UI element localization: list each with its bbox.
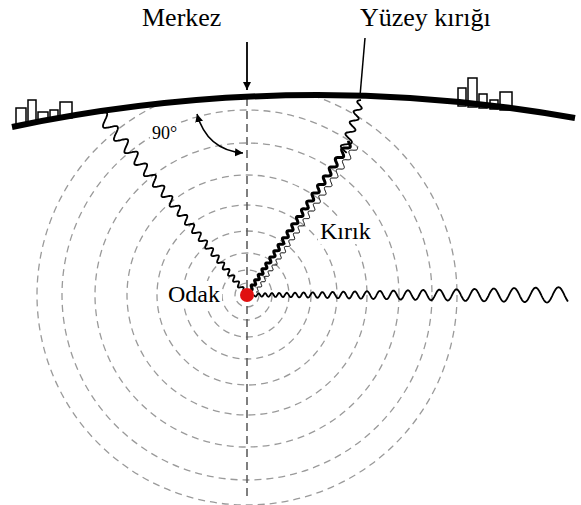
epicenter-pointer: [246, 42, 248, 90]
surface-rupture-wave: [341, 100, 362, 153]
epicenter-label: Merkez: [140, 4, 223, 33]
focus-label: Odak: [166, 281, 222, 307]
right-angle-arc: [197, 114, 243, 153]
fault-line: [250, 141, 350, 290]
fault-label: Kırık: [318, 218, 373, 244]
earth-surface: [12, 95, 575, 127]
focus-dot: [240, 288, 254, 302]
angle-label: 90°: [150, 124, 179, 144]
seismic-wave: [254, 287, 568, 302]
seismic-wave: [102, 112, 244, 290]
leader-line: [360, 38, 365, 96]
wave-fronts: [37, 85, 457, 505]
surface-rupture-label: Yüzey kırığı: [358, 4, 493, 33]
